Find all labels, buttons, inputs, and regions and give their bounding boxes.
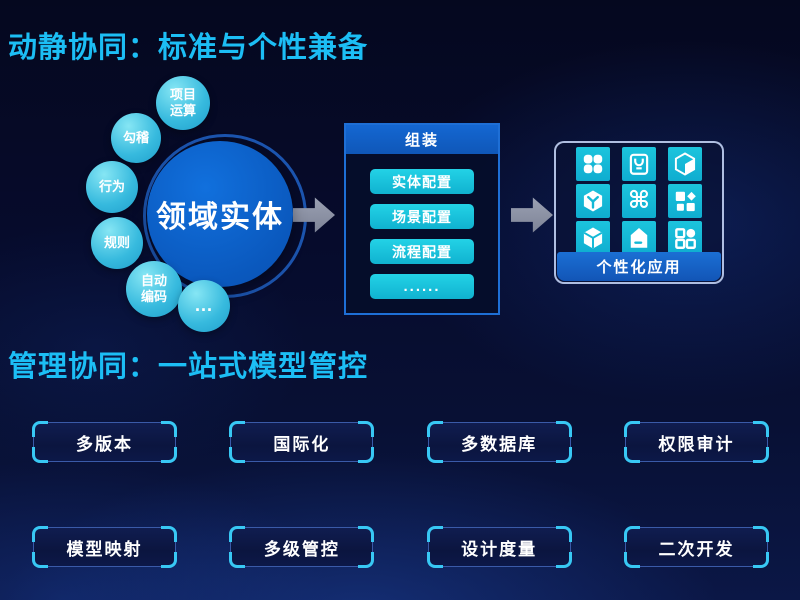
satellite-reconcile: 勾稽 [111,113,161,163]
feature-multi-database: 多数据库 [426,421,572,463]
satellite-label: ... [194,295,213,316]
feature-label: 模型映射 [32,528,177,568]
cube-3d-icon [576,221,610,255]
assembly-item-entity-config: 实体配置 [370,169,474,194]
assembly-panel: 组装 实体配置 场景配置 流程配置 ...... [344,123,500,315]
section1-title: 动静协同：标准与个性兼备 [8,32,369,64]
feature-label: 多数据库 [426,423,572,463]
satellite-ellipsis: ... [178,280,230,332]
satellite-auto-coding: 自动 编码 [126,261,182,317]
feature-secondary-dev: 二次开发 [623,526,769,568]
feature-model-mapping: 模型映射 [32,526,177,568]
badge-u-icon [622,147,656,181]
satellite-label: 规则 [103,235,130,251]
feature-label: 二次开发 [623,528,769,568]
assembly-body: 实体配置 场景配置 流程配置 ...... [346,154,498,299]
clover-grid-icon [576,147,610,181]
feature-label: 多版本 [32,423,177,463]
home-dash-icon [622,221,656,255]
package-y-icon [576,184,610,218]
assembly-item-more: ...... [370,274,474,299]
assembly-item-scene-config: 场景配置 [370,204,474,229]
satellite-behavior: 行为 [86,161,138,213]
satellite-label: 勾稽 [122,130,149,146]
section2-title: 管理协同：一站式模型管控 [8,351,369,383]
feature-label: 多级管控 [229,528,375,568]
satellite-label: 行为 [98,179,125,195]
cube-face-icon [668,147,702,181]
grid-circle-icon [668,221,702,255]
feature-multi-version: 多版本 [32,421,177,463]
satellite-label: 自动 编码 [140,273,167,304]
feature-i18n: 国际化 [229,421,375,463]
feature-row-1: 多版本 国际化 多数据库 权限审计 [32,421,769,463]
feature-multi-level-control: 多级管控 [229,526,375,568]
feature-label: 设计度量 [426,528,572,568]
assembly-header: 组装 [346,125,498,154]
grid-diamond-icon [668,184,702,218]
feature-design-metrics: 设计度量 [426,526,572,568]
satellite-label: 项目 运算 [169,87,196,118]
app-grid-panel: ⌘ 个性化应用 [554,141,724,284]
feature-label: 权限审计 [623,423,769,463]
feature-row-2: 模型映射 多级管控 设计度量 二次开发 [32,526,769,568]
satellite-project-ops: 项目 运算 [156,76,210,130]
core-entity-label: 领域实体 [156,201,284,234]
feature-label: 国际化 [229,423,375,463]
satellite-rules: 规则 [91,217,143,269]
command-icon: ⌘ [622,184,656,218]
app-icon-grid: ⌘ [556,147,722,255]
assembly-item-process-config: 流程配置 [370,239,474,264]
core-entity-circle: 领域实体 [147,141,293,287]
flow-arrow-icon [511,197,553,233]
app-grid-label: 个性化应用 [557,252,721,281]
feature-permission-audit: 权限审计 [623,421,769,463]
